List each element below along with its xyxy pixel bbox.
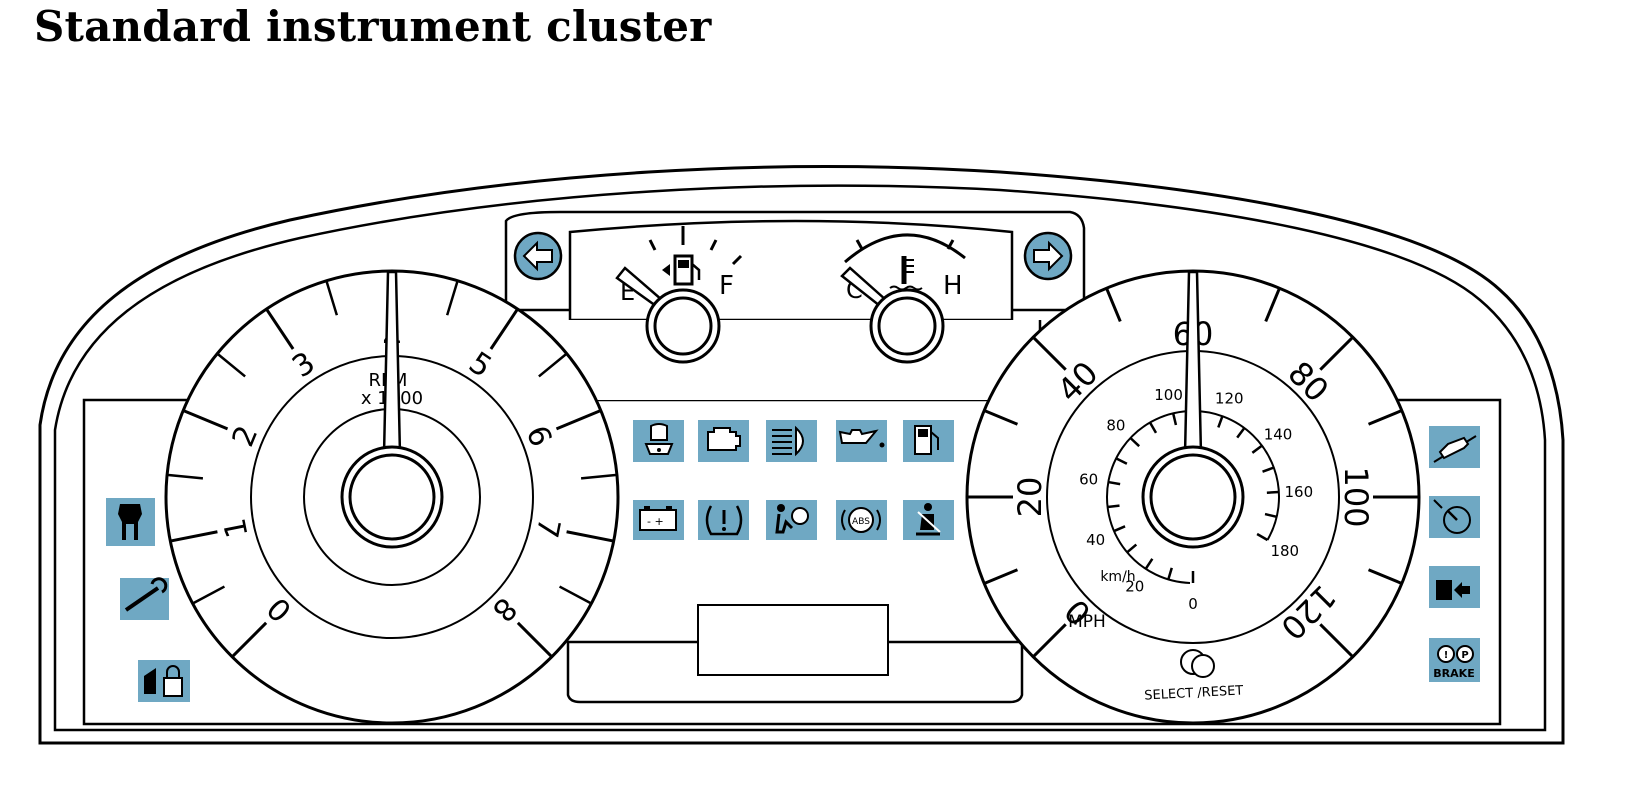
tachometer-major-tick xyxy=(265,308,295,350)
kmh-tick xyxy=(1262,466,1275,473)
kmh-tick xyxy=(1266,490,1279,494)
speedometer: 0 20 40 60 80 100 120 0 20 40 60 80 100 120 140 160 180… xyxy=(965,269,1421,725)
service-engine-icon xyxy=(633,420,684,462)
speed-control-icon xyxy=(1429,496,1480,538)
tachometer-minor-tick xyxy=(445,280,459,316)
kmh-tick xyxy=(1129,437,1141,448)
tachometer-minor-tick xyxy=(558,585,592,605)
wrench-icon xyxy=(120,577,169,620)
kmh-tick xyxy=(1113,525,1126,533)
kmh-tick-label: 60 xyxy=(1079,471,1098,489)
kmh-tick xyxy=(1236,427,1246,439)
tachometer: 012345678 RPM x 1000 xyxy=(164,269,620,725)
kmh-tick-label: 120 xyxy=(1215,389,1244,407)
mph-minor-tick xyxy=(1367,409,1403,426)
select-reset-label: SELECT /RESET xyxy=(1144,683,1244,703)
abs-label: ABS xyxy=(852,517,870,527)
tachometer-minor-tick xyxy=(166,473,204,480)
oil-pressure-icon xyxy=(836,420,887,462)
kmh-tick-label: 0 xyxy=(1188,595,1198,613)
abs-icon: ABS xyxy=(836,500,887,540)
speedometer-needle xyxy=(1183,270,1203,457)
fuel-pump-icon xyxy=(662,254,701,286)
door-ajar-lock-icon xyxy=(138,660,190,702)
seatbelt-icon xyxy=(903,500,954,540)
kmh-tick-labels: 0 20 40 60 80 100 120 140 160 180 xyxy=(1079,386,1313,613)
fuel-full-label: F xyxy=(719,271,734,301)
tachometer-major-tick xyxy=(566,530,614,543)
airbag-icon xyxy=(766,500,817,540)
mph-minor-tick xyxy=(983,568,1019,585)
brake-label: BRAKE xyxy=(1433,667,1474,680)
mph-major-tick xyxy=(1319,336,1354,371)
tachometer-major-tick xyxy=(170,530,218,543)
tachometer-major-tick xyxy=(516,621,553,658)
kmh-tick-label: 20 xyxy=(1125,578,1144,596)
kmh-tick-label: 40 xyxy=(1086,531,1105,549)
mph-major-tick xyxy=(1032,623,1067,658)
tachometer-major-tick xyxy=(555,409,602,431)
kmh-tick xyxy=(1108,480,1121,486)
temperature-gauge: C H xyxy=(840,233,966,364)
kmh-tick xyxy=(1171,413,1178,426)
kmh-tick xyxy=(1107,504,1120,509)
tachometer-minor-tick xyxy=(216,352,246,378)
page-title: Standard instrument cluster xyxy=(34,2,712,51)
kmh-tick-marks xyxy=(1106,410,1280,584)
kmh-tick-label: 140 xyxy=(1264,426,1293,444)
tachometer-major-tick xyxy=(231,621,268,658)
mph-major-tick xyxy=(1319,623,1354,658)
kmh-unit-label: km/h xyxy=(1100,569,1135,585)
message-center-display xyxy=(697,604,889,676)
tachometer-major-tick xyxy=(182,409,229,431)
tachometer-minor-tick xyxy=(538,352,568,378)
mph-major-tick xyxy=(1032,336,1067,371)
tachometer-minor-tick xyxy=(192,585,226,605)
kmh-tick-label: 100 xyxy=(1154,386,1183,404)
right-arrow-icon xyxy=(1023,231,1073,281)
svg-text:- +: - + xyxy=(647,515,664,528)
powertrain-icon xyxy=(106,498,155,546)
kmh-tick-label: 80 xyxy=(1106,416,1125,434)
mph-unit-label: MPH xyxy=(1068,612,1106,632)
tachometer-major-tick xyxy=(489,308,519,350)
kmh-tick-label: 160 xyxy=(1285,483,1314,501)
tire-pressure-icon xyxy=(698,500,749,540)
svg-text:P: P xyxy=(1461,650,1468,661)
4wd-icon xyxy=(1429,566,1480,608)
tachometer-needle xyxy=(382,270,402,457)
mph-tick-label: 100 xyxy=(1337,466,1375,527)
battery-icon: - + xyxy=(633,500,684,540)
select-reset-button[interactable] xyxy=(1180,649,1215,678)
svg-text:!: ! xyxy=(1444,650,1449,661)
mph-minor-tick xyxy=(983,409,1019,426)
kmh-tick xyxy=(1256,532,1269,542)
kmh-tick xyxy=(1251,444,1263,454)
mph-minor-tick xyxy=(1264,287,1281,323)
check-engine-icon xyxy=(698,420,749,462)
tachometer-tick-marks xyxy=(166,271,618,658)
low-fuel-icon xyxy=(903,420,954,462)
kmh-tick xyxy=(1115,457,1128,465)
temp-hot-label: H xyxy=(943,271,963,301)
kmh-tick-label: 180 xyxy=(1270,542,1299,560)
hill-descent-icon xyxy=(1429,426,1480,468)
kmh-tick xyxy=(1167,567,1173,580)
kmh-tick xyxy=(1148,421,1158,434)
kmh-tick xyxy=(1217,415,1224,428)
kmh-scale-arc xyxy=(1106,410,1280,584)
left-arrow-icon xyxy=(513,231,563,281)
kmh-tick xyxy=(1264,512,1277,519)
tachometer-minor-tick xyxy=(325,280,339,316)
tachometer-minor-tick xyxy=(580,473,618,480)
mph-minor-tick xyxy=(1367,568,1403,585)
mph-minor-tick xyxy=(1105,287,1122,323)
kmh-tick xyxy=(1144,558,1154,570)
kmh-tick xyxy=(1126,543,1138,554)
fuel-gauge: E F xyxy=(615,226,743,364)
mph-tick-label: 20 xyxy=(1011,477,1049,518)
brake-icon: ! P BRAKE xyxy=(1429,638,1480,682)
high-beam-icon xyxy=(766,420,817,462)
